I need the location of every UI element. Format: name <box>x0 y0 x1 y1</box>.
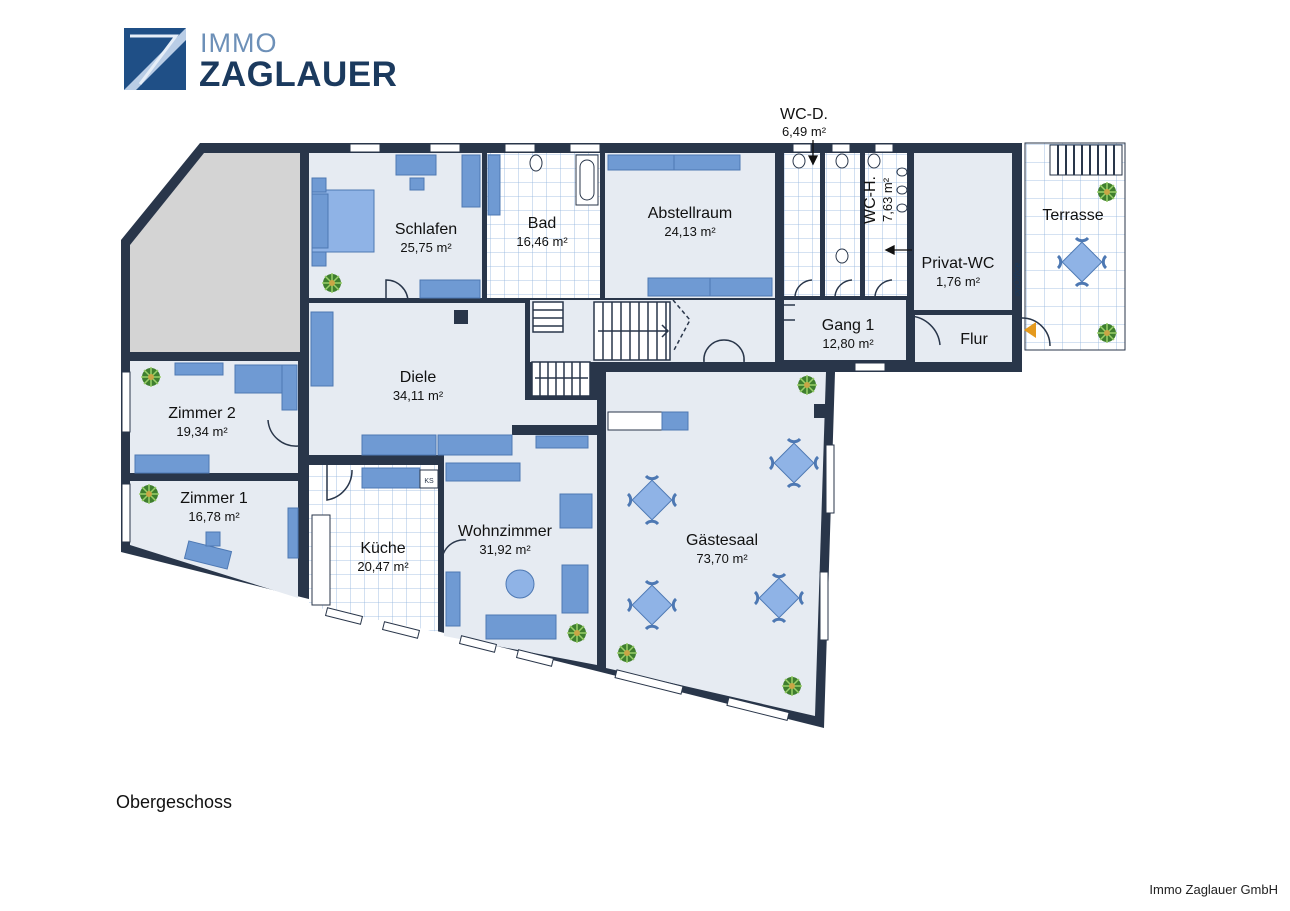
nightstand <box>281 364 298 411</box>
terrace-stairs <box>1049 144 1123 176</box>
room-kueche-floor <box>309 465 438 632</box>
floor-label: Obergeschoss <box>116 792 233 812</box>
shelf <box>287 507 299 559</box>
room-wch-floor <box>865 153 907 296</box>
label-gang1: Gang 1 <box>822 317 875 334</box>
watermark: onOffice <box>1012 262 1022 296</box>
shelf <box>709 277 773 297</box>
sideboard <box>361 434 437 456</box>
shelf <box>647 277 711 297</box>
coffee-table <box>505 569 535 599</box>
nightstand <box>311 251 327 267</box>
wardrobe <box>134 454 210 474</box>
area-gang1: 12,80 m² <box>822 336 874 351</box>
plant-terrace-1 <box>1096 181 1118 203</box>
company-logo: IMMO ZAGLAUER <box>124 28 397 94</box>
wardrobe <box>461 154 481 208</box>
label-zimmer2: Zimmer 2 <box>168 405 236 422</box>
desk <box>395 154 437 176</box>
area-bad: 16,46 m² <box>516 234 568 249</box>
toilet <box>529 154 543 172</box>
area-diele: 34,11 m² <box>393 388 444 403</box>
area-abstellraum: 24,13 m² <box>664 224 716 239</box>
room-wohnzimmer-floor <box>444 435 597 665</box>
bathroom-counter <box>487 154 501 216</box>
area-zimmer2: 19,34 m² <box>176 424 228 439</box>
room-abstellraum-floor <box>605 153 775 298</box>
label-kueche: Küche <box>360 540 405 557</box>
shelf <box>174 362 224 376</box>
void-area <box>130 153 300 352</box>
fridge <box>419 469 439 489</box>
room-wcd-floor-2 <box>825 153 860 296</box>
shelf <box>535 435 589 449</box>
label-ks: KS <box>424 478 434 485</box>
area-privatwc: 1,76 m² <box>936 274 981 289</box>
area-zimmer1: 16,78 m² <box>188 509 240 524</box>
room-labels: Schlafen 25,75 m² Bad 16,46 m² Abstellra… <box>168 106 1104 574</box>
chair <box>409 177 425 191</box>
chair <box>205 531 221 547</box>
armchair <box>561 564 589 614</box>
terrace <box>1024 142 1126 351</box>
area-wch: 7,63 m² <box>880 177 895 222</box>
shelf <box>607 154 675 171</box>
label-bad: Bad <box>528 215 556 232</box>
label-flur: Flur <box>960 331 988 348</box>
label-gaestesaal: Gästesaal <box>686 532 758 549</box>
tv-unit <box>445 462 521 482</box>
shelf <box>673 154 741 171</box>
furniture <box>134 153 908 640</box>
bar-counter <box>661 411 689 431</box>
kitchen-counter <box>311 514 331 606</box>
dining-table <box>559 493 593 529</box>
label-zimmer1: Zimmer 1 <box>180 490 248 507</box>
area-gaestesaal: 73,70 m² <box>696 551 748 566</box>
label-pointers <box>807 140 912 256</box>
bench <box>310 311 334 387</box>
label-diele: Diele <box>400 369 437 386</box>
dresser <box>419 279 481 299</box>
bar-counter <box>607 411 663 431</box>
doors <box>267 279 1051 566</box>
copyright-text: Immo Zaglauer GmbH <box>1149 882 1278 897</box>
windows <box>121 143 894 721</box>
room-wcd-floor <box>784 153 820 296</box>
label-schlafen: Schlafen <box>395 221 457 238</box>
area-kueche: 20,47 m² <box>357 559 409 574</box>
label-privatwc: Privat-WC <box>922 255 995 272</box>
area-wohnzimmer: 31,92 m² <box>479 542 531 557</box>
room-privatwc-floor <box>914 153 1012 310</box>
entry-arrow-icon <box>1024 322 1036 338</box>
room-gang1-floor <box>784 300 906 360</box>
nightstand <box>311 177 327 193</box>
sofa-side <box>445 571 461 627</box>
area-wcd: 6,49 m² <box>782 124 827 139</box>
room-diele-floor <box>309 303 597 455</box>
label-wch: WC-H. <box>862 176 879 224</box>
label-abstellraum: Abstellraum <box>648 205 732 222</box>
label-wohnzimmer: Wohnzimmer <box>458 523 553 540</box>
stairs <box>531 301 671 397</box>
plant-terrace-2 <box>1096 322 1118 344</box>
kitchen-unit <box>361 467 421 489</box>
room-flur-floor <box>915 315 1012 362</box>
label-wcd: WC-D. <box>780 106 828 123</box>
label-terrasse: Terrasse <box>1042 207 1103 224</box>
logo-line-1: IMMO <box>200 28 278 58</box>
sideboard <box>437 434 513 456</box>
room-floors <box>130 153 1012 716</box>
sofa <box>485 614 557 640</box>
area-schlafen: 25,75 m² <box>400 240 452 255</box>
logo-line-2: ZAGLAUER <box>199 55 397 94</box>
